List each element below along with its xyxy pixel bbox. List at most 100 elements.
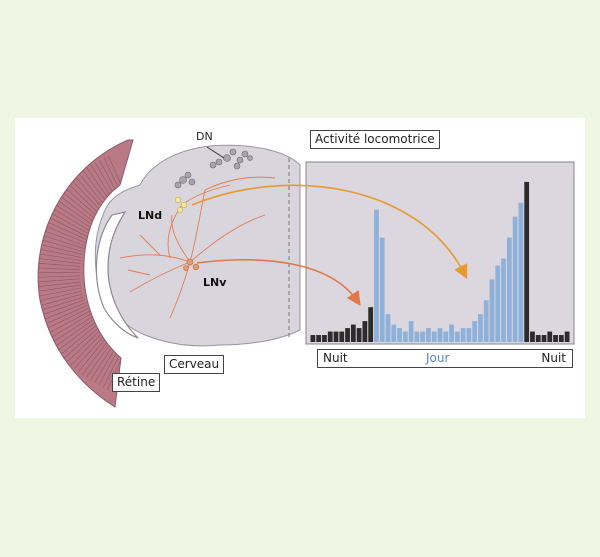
retina-stripe xyxy=(38,238,84,252)
day-activity-bar xyxy=(454,331,460,342)
day-activity-bar xyxy=(402,331,408,342)
retina-stripe xyxy=(50,206,92,233)
dn-pointer-line xyxy=(206,146,225,159)
day-activity-bar xyxy=(506,237,512,342)
night-activity-bar xyxy=(547,331,553,342)
arrow-lnd-to-evening-peak xyxy=(191,184,468,280)
retina-stripe xyxy=(54,318,95,347)
lnd-label: LNd xyxy=(138,209,162,222)
retina-stripe xyxy=(38,257,81,264)
retina-stripe xyxy=(42,305,88,326)
activity-chart-panel xyxy=(305,161,575,345)
retina-shape xyxy=(37,139,134,408)
retina-stripe xyxy=(38,287,82,298)
day-activity-bar xyxy=(466,328,472,342)
retina-stripe xyxy=(57,321,97,351)
day-activity-bar xyxy=(391,324,397,342)
optic-lobe-shape xyxy=(95,211,139,339)
retina-stripe xyxy=(38,296,84,312)
night-activity-bar xyxy=(362,321,368,342)
cerveau-label-box: Cerveau xyxy=(164,355,225,374)
retine-label-box: Rétine xyxy=(112,373,161,392)
retina-stripe xyxy=(52,316,93,343)
day-activity-bar xyxy=(449,324,454,342)
retina-stripe xyxy=(38,284,81,293)
retina-stripe xyxy=(43,219,88,241)
retina-stripe xyxy=(38,252,82,261)
day-activity-bar xyxy=(489,279,495,342)
day-activity-bar xyxy=(437,328,443,342)
day-activity-bar xyxy=(374,209,379,342)
lnv-label: LNv xyxy=(203,276,227,289)
night-activity-bar xyxy=(524,181,530,342)
night-activity-bar xyxy=(553,335,558,342)
day-activity-bar xyxy=(397,328,402,342)
night-activity-bar xyxy=(345,328,350,342)
night-activity-bar xyxy=(327,331,333,342)
night-activity-bar xyxy=(558,335,564,342)
day-activity-bar xyxy=(501,258,506,342)
night-activity-bar xyxy=(535,335,541,342)
night-activity-bar xyxy=(350,324,356,342)
night-activity-bar xyxy=(541,335,547,342)
retina-stripe xyxy=(47,211,91,235)
retina-stripe xyxy=(41,224,87,244)
nuit-right-label: Nuit xyxy=(541,351,566,365)
night-activity-bar xyxy=(564,331,570,342)
day-night-axis-box: Nuit Jour Nuit xyxy=(317,349,573,368)
retina-stripe xyxy=(39,299,85,317)
lnv-neuron-cluster xyxy=(183,258,200,271)
day-activity-bar xyxy=(420,331,426,342)
retina-stripe xyxy=(38,275,81,278)
day-activity-bar xyxy=(385,314,391,342)
retina-stripe xyxy=(67,328,103,362)
retina-stripe xyxy=(70,330,105,366)
retina-stripe xyxy=(38,247,82,258)
retina-stripe xyxy=(38,262,81,267)
day-activity-bar xyxy=(495,265,501,342)
retina-stripe xyxy=(38,278,81,283)
retina-stripe xyxy=(47,310,90,335)
day-activity-bar xyxy=(512,216,518,342)
night-activity-bar xyxy=(322,335,327,342)
retina-stripe xyxy=(38,293,83,307)
activity-title: Activité locomotrice xyxy=(315,132,435,146)
activity-bars xyxy=(310,181,570,342)
night-activity-bar xyxy=(333,331,339,342)
day-activity-bar xyxy=(478,314,483,342)
arrow-lnv-to-morning-peak xyxy=(196,259,361,306)
night-activity-bar xyxy=(368,307,374,342)
retina-stripe xyxy=(38,281,81,288)
night-activity-bar xyxy=(316,335,322,342)
retina-stripe xyxy=(45,308,89,330)
day-activity-bar xyxy=(426,328,431,342)
retina-stripe xyxy=(55,198,95,227)
neuron-projections xyxy=(119,176,276,319)
lnd-neuron-cluster xyxy=(174,196,188,213)
retina-stripe xyxy=(60,323,99,355)
day-activity-bar xyxy=(460,328,466,342)
day-activity-bar xyxy=(431,331,437,342)
night-activity-bar xyxy=(530,331,535,342)
day-activity-bar xyxy=(443,331,449,342)
retina-stripe xyxy=(74,332,107,369)
retina-stripe xyxy=(82,336,112,375)
retina-stripe xyxy=(58,194,97,225)
retina-stripe xyxy=(52,202,94,230)
retina-stripe xyxy=(39,228,85,246)
retina-stripe xyxy=(38,243,83,255)
retina-stripe xyxy=(64,187,101,220)
day-activity-bar xyxy=(379,237,385,342)
dn-neuron-cluster xyxy=(174,148,253,189)
night-activity-bar xyxy=(310,335,316,342)
retina-stripe xyxy=(41,302,86,321)
activity-title-box: Activité locomotrice xyxy=(310,130,440,149)
retina-stripe xyxy=(38,233,84,249)
retina-stripe xyxy=(49,313,92,339)
retine-label: Rétine xyxy=(117,375,156,389)
retina-stripe xyxy=(61,190,99,223)
night-activity-bar xyxy=(339,331,345,342)
retina-stripe xyxy=(78,334,110,372)
day-activity-bar xyxy=(472,321,478,342)
